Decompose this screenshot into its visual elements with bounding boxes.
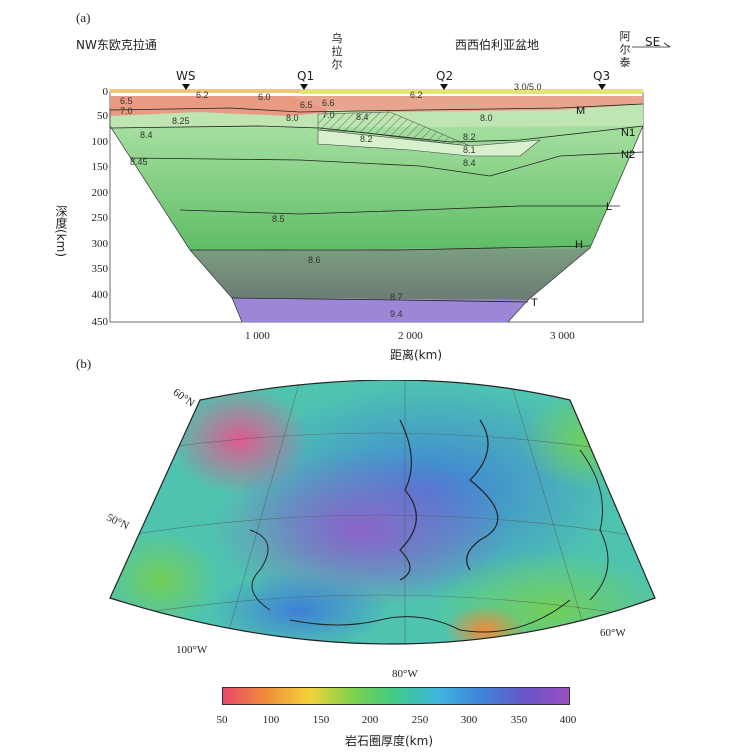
right-region-label: 西西伯利亚盆地	[455, 38, 540, 52]
y-tick: 200	[91, 187, 109, 199]
boundary-label-l: L	[606, 201, 612, 213]
svg-text:8.4: 8.4	[463, 158, 476, 168]
colorbar-tick: 150	[312, 714, 330, 726]
boundary-label-n2: N2	[621, 149, 635, 161]
colorbar-tick: 50	[216, 714, 228, 726]
map-frame	[109, 380, 656, 645]
boundary-label-n1: N1	[621, 127, 635, 139]
svg-text:6.5: 6.5	[120, 96, 133, 106]
layer-8-6	[190, 248, 590, 300]
colorbar-tick: 200	[361, 714, 379, 726]
y-axis-title: 深度(km)	[54, 205, 68, 258]
svg-text:8.1: 8.1	[463, 145, 476, 155]
colorbar-tick: 300	[460, 714, 478, 726]
station-q2: Q2	[436, 69, 454, 83]
boundary-label-t: T	[531, 297, 538, 309]
x-tick: 3 000	[550, 330, 575, 342]
boundary-n1	[109, 125, 644, 143]
svg-text:7.0: 7.0	[322, 110, 335, 120]
station-q1: Q1	[297, 69, 315, 83]
lon-label-80w: 80°W	[392, 668, 418, 680]
boundary-n2	[129, 151, 644, 177]
svg-text:8.4: 8.4	[356, 112, 369, 122]
y-tick: 250	[91, 212, 109, 224]
svg-text:8.25: 8.25	[172, 116, 190, 126]
section-outline	[109, 108, 243, 323]
svg-text:6.6: 6.6	[322, 98, 335, 108]
left-region-label: NW东欧克拉通	[76, 38, 157, 52]
svg-text:7.0: 7.0	[120, 106, 133, 116]
ural-label: 乌拉尔	[331, 32, 343, 71]
boundary-label-h: H	[575, 239, 583, 251]
x-axis-title: 距离(km)	[390, 348, 443, 362]
direction-label: SE	[645, 35, 661, 49]
y-tick: 350	[91, 263, 109, 275]
boundary-l	[179, 205, 620, 215]
svg-text:6.5: 6.5	[300, 100, 313, 110]
velocity-labels: 6.5 6.2 7.0 8.25 8.4 8.45 6.0 6.5 6.6 7.…	[120, 82, 542, 319]
sediment-band	[300, 89, 643, 94]
svg-text:9.4: 9.4	[390, 309, 403, 319]
y-tick: 50	[97, 110, 108, 122]
layer-9-4	[232, 298, 528, 322]
lon-label-60w: 60°W	[600, 627, 626, 639]
colorbar-title: 岩石圈厚度(km)	[345, 734, 434, 748]
station-marker	[182, 84, 190, 90]
panel-b-label: (b)	[76, 356, 92, 371]
x-tick: 2 000	[398, 330, 423, 342]
colorbar-tick: 250	[411, 714, 429, 726]
svg-text:8.5: 8.5	[272, 214, 285, 224]
colorbar-tick: 350	[510, 714, 528, 726]
crust-layer	[110, 96, 330, 116]
station-marker	[440, 84, 448, 90]
y-tick: 450	[91, 316, 109, 328]
svg-text:8.45: 8.45	[130, 157, 148, 167]
y-tick: 0	[102, 86, 109, 98]
boundary-m	[109, 103, 644, 113]
mantle-green	[110, 126, 643, 250]
svg-text:8.6: 8.6	[308, 255, 321, 265]
svg-text:8.0: 8.0	[286, 113, 299, 123]
cross-section-plot: M N1 N2 L H T 6.5 6.2 7.0 8.25 8.4 8.45 …	[109, 42, 671, 323]
y-tick: 100	[91, 136, 109, 148]
colorbar	[222, 687, 570, 705]
svg-text:3.0/5.0: 3.0/5.0	[514, 82, 542, 92]
svg-text:8.4: 8.4	[140, 130, 153, 140]
boundary-h	[190, 245, 591, 251]
station-ws: WS	[176, 69, 196, 83]
svg-text:6.2: 6.2	[410, 90, 423, 100]
colorbar-tick: 400	[559, 714, 577, 726]
y-tick: 300	[91, 238, 109, 250]
station-marker	[598, 84, 606, 90]
svg-text:8.2: 8.2	[360, 134, 373, 144]
colorbar-tick: 100	[262, 714, 280, 726]
boundary-t	[231, 297, 529, 303]
altai-label: 阿尔泰	[619, 30, 631, 69]
y-tick: 150	[91, 161, 109, 173]
x-tick: 1 000	[245, 330, 270, 342]
dotted-zone	[317, 129, 541, 157]
station-q3: Q3	[593, 69, 611, 83]
station-marker	[300, 84, 308, 90]
svg-text:6.2: 6.2	[196, 90, 209, 100]
lon-label-100w: 100°W	[176, 644, 208, 656]
y-tick: 400	[91, 289, 109, 301]
panel-a-label: (a)	[76, 10, 91, 25]
svg-text:8.2: 8.2	[463, 132, 476, 142]
svg-text:8.7: 8.7	[390, 292, 403, 302]
svg-text:6.0: 6.0	[258, 92, 271, 102]
lithosphere-map	[109, 380, 656, 645]
svg-text:8.0: 8.0	[480, 113, 493, 123]
boundary-label-m: M	[576, 105, 585, 117]
